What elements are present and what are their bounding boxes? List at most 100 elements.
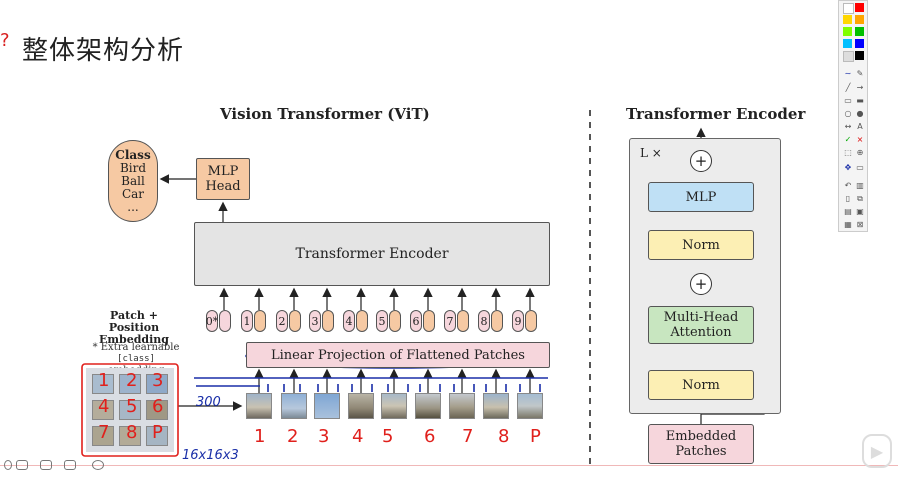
patch-number: 1 bbox=[254, 426, 266, 447]
token-label: 5 bbox=[378, 314, 386, 328]
grid-patch bbox=[146, 426, 168, 446]
color-lime-swatch[interactable] bbox=[843, 27, 852, 36]
patch-token bbox=[356, 310, 368, 332]
grid-patch bbox=[146, 400, 168, 420]
patch-number: 5 bbox=[382, 426, 394, 447]
grid-number: 3 bbox=[152, 370, 164, 391]
patch-token bbox=[423, 310, 435, 332]
token-label: 6 bbox=[412, 314, 420, 328]
patch-token bbox=[289, 310, 301, 332]
filled-rect-icon[interactable]: ▬ bbox=[856, 96, 864, 105]
highlighter-icon[interactable]: ✎ bbox=[856, 69, 864, 78]
arrow-icon[interactable]: → bbox=[856, 83, 864, 92]
filled-ellipse-icon[interactable]: ● bbox=[856, 109, 864, 118]
norm-block-bottom: Norm bbox=[648, 370, 754, 400]
save-icon[interactable]: ▣ bbox=[856, 207, 864, 216]
rect-icon[interactable]: ▭ bbox=[844, 96, 852, 105]
heading-marker: ? bbox=[0, 30, 10, 51]
token-label: 7 bbox=[446, 314, 454, 328]
player-settings-icon[interactable] bbox=[4, 460, 12, 470]
token-label: 8 bbox=[480, 314, 488, 328]
grid-number: 4 bbox=[98, 396, 110, 417]
copy-icon[interactable]: ⧉ bbox=[857, 194, 863, 203]
class-title: Class bbox=[115, 147, 151, 162]
patch-token bbox=[491, 310, 503, 332]
grid-patch bbox=[146, 374, 168, 394]
color-cyan-swatch[interactable] bbox=[843, 39, 852, 48]
handwritten-300: 300 bbox=[196, 395, 221, 410]
eraser-icon[interactable]: ▭ bbox=[856, 163, 864, 172]
double-arrow-icon[interactable]: ↔ bbox=[844, 122, 852, 131]
vit-title: Vision Transformer (ViT) bbox=[220, 105, 430, 123]
text-icon[interactable]: A bbox=[857, 122, 863, 131]
ellipse-icon[interactable]: ○ bbox=[844, 109, 852, 118]
line-icon[interactable]: ╱ bbox=[845, 83, 851, 92]
patch-number: 7 bbox=[462, 426, 474, 447]
color-green-swatch[interactable] bbox=[855, 27, 864, 36]
undo-icon[interactable]: ↶ bbox=[844, 181, 852, 190]
player-capture-icon[interactable] bbox=[16, 460, 28, 470]
position-token-7: 7 bbox=[444, 310, 456, 332]
token-label: 3 bbox=[311, 314, 319, 328]
position-token-1: 1 bbox=[241, 310, 253, 332]
close-icon[interactable]: ⊠ bbox=[856, 220, 864, 229]
patch-number: 3 bbox=[318, 426, 330, 447]
grid-number: 5 bbox=[126, 396, 138, 417]
position-token-2: 2 bbox=[276, 310, 288, 332]
position-token-0: 0* bbox=[206, 310, 218, 332]
patch-number: P bbox=[530, 426, 541, 447]
player-more-icon[interactable] bbox=[92, 460, 104, 470]
patch-image bbox=[314, 393, 340, 419]
player-comment-icon[interactable] bbox=[64, 460, 76, 470]
position-token-8: 8 bbox=[478, 310, 490, 332]
patch-number: 8 bbox=[498, 426, 510, 447]
color-orange-swatch[interactable] bbox=[855, 15, 864, 24]
screenshot-icon[interactable]: ▦ bbox=[844, 220, 852, 229]
multi-head-attention-block: Multi-Head Attention bbox=[648, 306, 754, 344]
color-black-swatch[interactable] bbox=[855, 51, 864, 60]
transformer-encoder-box: Transformer Encoder bbox=[194, 222, 550, 286]
print-icon[interactable]: ▤ bbox=[844, 207, 852, 216]
color-yellow-swatch[interactable] bbox=[843, 15, 852, 24]
class-item: Car bbox=[121, 186, 145, 201]
patch-image bbox=[281, 393, 307, 419]
patch-token bbox=[525, 310, 537, 332]
new-page-icon[interactable]: ▯ bbox=[845, 194, 851, 203]
player-camera-icon[interactable] bbox=[40, 460, 52, 470]
color-blue-swatch[interactable] bbox=[855, 39, 864, 48]
grid-patch bbox=[119, 374, 141, 394]
select-icon[interactable]: ⬚ bbox=[844, 148, 852, 157]
cross-icon[interactable]: × bbox=[856, 135, 864, 144]
pen-icon[interactable]: ∼ bbox=[844, 69, 852, 78]
grid-patch bbox=[92, 426, 114, 446]
token-label: 9 bbox=[514, 314, 522, 328]
grid-number: 7 bbox=[98, 422, 110, 443]
encoder-detail-title: Transformer Encoder bbox=[626, 105, 806, 123]
note-line1: * Extra learnable bbox=[92, 342, 180, 353]
repeat-label: L × bbox=[640, 146, 662, 160]
progress-track[interactable] bbox=[0, 465, 898, 466]
patch-image bbox=[483, 393, 509, 419]
color-gray-swatch[interactable] bbox=[843, 51, 854, 62]
class-token bbox=[219, 310, 231, 332]
patch-token bbox=[457, 310, 469, 332]
bilibili-watermark-icon: ▶ bbox=[862, 434, 892, 468]
class-item: Ball bbox=[121, 173, 145, 188]
norm-block-top: Norm bbox=[648, 230, 754, 260]
grid-patch bbox=[92, 374, 114, 394]
page-heading: 整体架构分析 bbox=[22, 36, 185, 66]
color-red-swatch[interactable] bbox=[855, 3, 864, 12]
grid-number: 8 bbox=[126, 422, 138, 443]
color-white-swatch[interactable] bbox=[843, 3, 854, 14]
patch-image bbox=[517, 393, 543, 419]
grid-number: P bbox=[152, 422, 163, 443]
patch-image bbox=[415, 393, 441, 419]
delete-icon[interactable]: ▥ bbox=[856, 181, 864, 190]
grid-number: 6 bbox=[152, 396, 164, 417]
zoom-icon[interactable]: ⊕ bbox=[856, 148, 864, 157]
position-token-4: 4 bbox=[343, 310, 355, 332]
check-icon[interactable]: ✓ bbox=[844, 135, 852, 144]
move-icon[interactable]: ✥ bbox=[844, 163, 852, 172]
patch-image bbox=[381, 393, 407, 419]
patch-token bbox=[389, 310, 401, 332]
